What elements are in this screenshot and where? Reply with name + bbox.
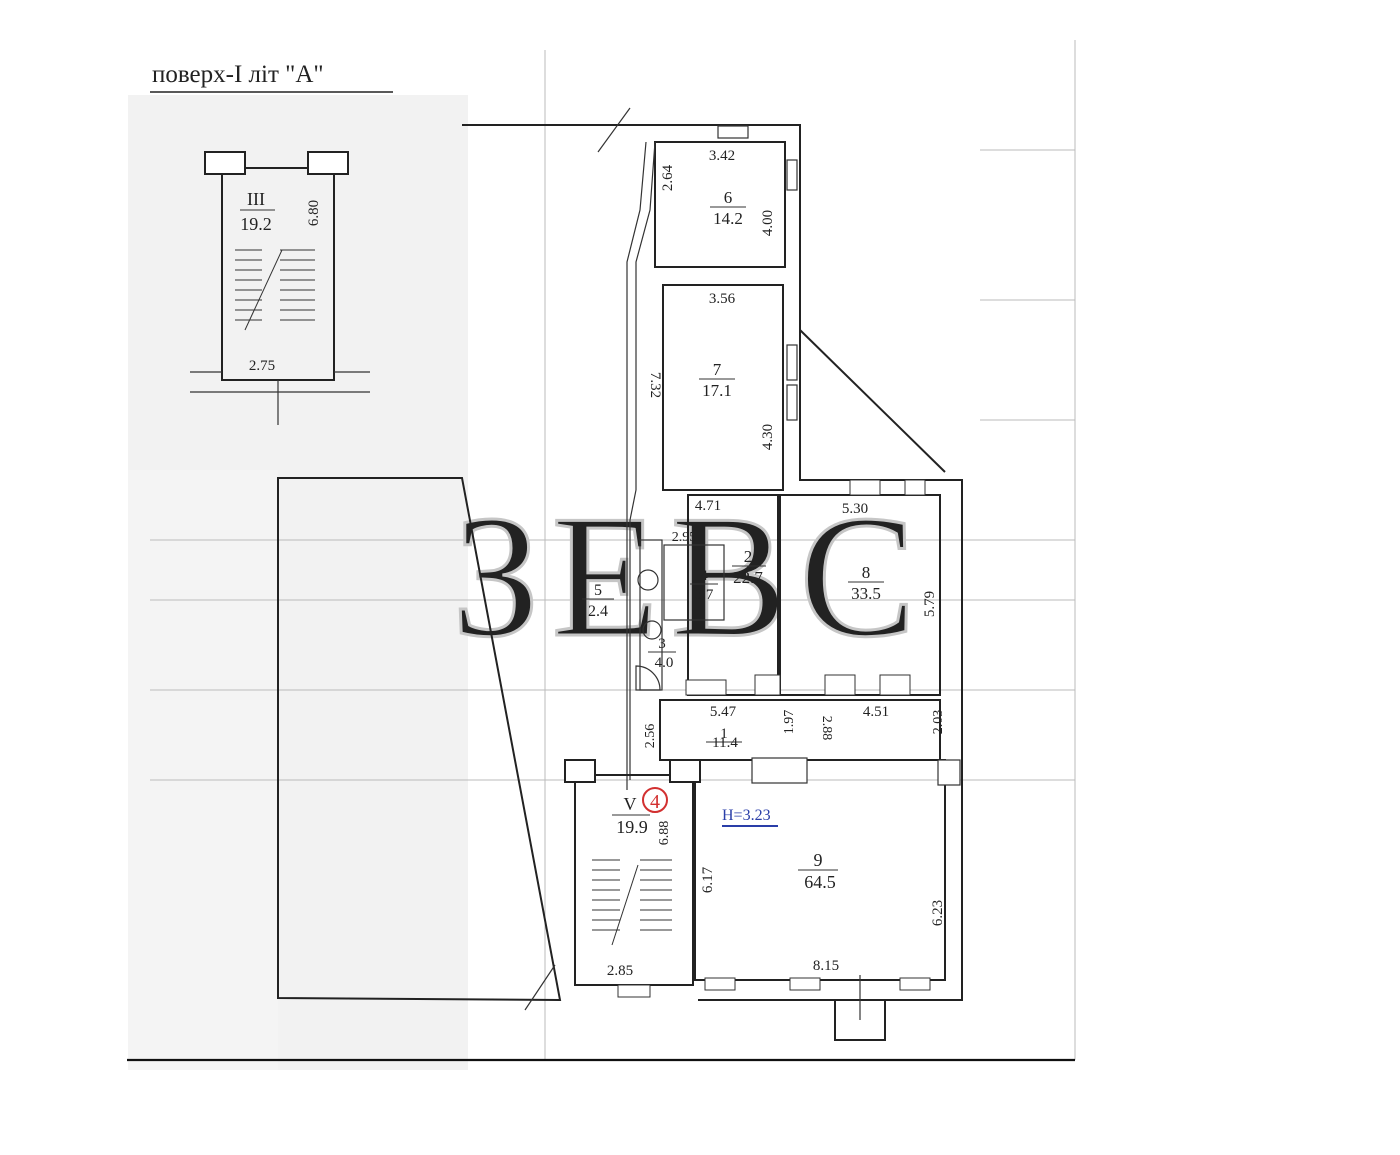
- section-mark: [524, 964, 556, 1011]
- dim-label: 6.80: [306, 200, 322, 226]
- room-area: 4.0: [655, 655, 674, 671]
- room-number: 6: [724, 188, 733, 207]
- room-number: 4: [700, 568, 708, 584]
- marker-circle: [642, 787, 668, 813]
- stair-lower-number: V: [624, 794, 637, 814]
- corridor-line: [629, 141, 656, 780]
- section-mark: [597, 107, 631, 153]
- dim-label: 4.71: [695, 498, 721, 514]
- room-7-walls: [662, 284, 784, 491]
- room-area: 11.4: [712, 735, 738, 751]
- background-ledger-lines: [150, 40, 1076, 1060]
- room-1-walls: [659, 699, 941, 761]
- dim-label: 3.42: [709, 148, 735, 164]
- room-area: 2.4: [588, 603, 608, 620]
- dim-label: 3.56: [709, 291, 736, 307]
- room-area: 3.7: [695, 587, 714, 603]
- window: [786, 159, 798, 191]
- stair-upper-area: 19.2: [240, 214, 272, 234]
- dim-label: 2.56: [643, 724, 658, 749]
- door-swing-icon: [635, 665, 661, 691]
- building-outline: [277, 124, 963, 1002]
- room-number: 2: [744, 547, 753, 566]
- watermark: ЗЕВС: [450, 478, 928, 675]
- dim-label: 6.23: [930, 900, 946, 926]
- dim-label: 2.95: [672, 530, 697, 545]
- room-2-walls: [687, 494, 779, 696]
- sink-icon: [642, 620, 662, 640]
- dimension-labels: 3.42 2.64 4.00 3.56 7.32 4.30 4.71 5.30 …: [643, 148, 946, 974]
- dim-label: 2.64: [660, 164, 676, 191]
- wall-pier: [751, 757, 808, 784]
- stair-lower-area: 19.9: [616, 817, 648, 837]
- dim-label: 4.51: [863, 704, 889, 720]
- wall-piers: [685, 479, 926, 696]
- dim-label: 5.30: [842, 501, 868, 517]
- room-number: 1: [720, 726, 728, 742]
- dim-label: 6.88: [657, 821, 672, 846]
- dim-label: 4.30: [760, 424, 776, 450]
- dim-label: 6.17: [700, 866, 716, 893]
- window: [786, 344, 798, 381]
- ceiling-height-note: H=3.23: [722, 807, 771, 824]
- dim-label: 5.47: [710, 704, 737, 720]
- room-area: 64.5: [804, 872, 836, 892]
- dim-label: 2.03: [931, 710, 946, 735]
- diagonal-wall: [799, 329, 946, 473]
- dim-label: 5.79: [922, 591, 938, 617]
- plan-title: поверх-I літ "A": [152, 61, 324, 88]
- bottom-windows: [704, 977, 931, 991]
- dim-label: 1.97: [782, 710, 797, 735]
- room-number: 8: [862, 563, 871, 582]
- room-4-walls: [663, 544, 725, 621]
- marker-number: 4: [650, 791, 660, 813]
- room-area: 17.1: [702, 381, 732, 400]
- scan-shading-lower: [128, 470, 278, 1070]
- staircase-lower: V 19.9 6.88 2.85 4: [564, 759, 701, 998]
- stair-upper-number: III: [247, 189, 265, 209]
- dim-label: 2.85: [607, 963, 633, 979]
- room-labels: 6 14.2 7 17.1 5 2.4 4 3.7 2 22.7 8 33.5 …: [582, 188, 884, 892]
- window: [786, 384, 798, 421]
- window: [717, 125, 749, 139]
- room-6-walls: [654, 141, 786, 268]
- room-number: 9: [814, 850, 823, 870]
- toilet-icon: [637, 569, 659, 591]
- wall-pier: [937, 759, 961, 786]
- room-area: 14.2: [713, 209, 743, 228]
- dim-label: 7.32: [647, 372, 663, 398]
- room-area: 22.7: [733, 568, 763, 587]
- room-area: 33.5: [851, 584, 881, 603]
- room-number: 5: [594, 582, 602, 599]
- room-number: 7: [713, 360, 722, 379]
- dim-label: 2.75: [249, 358, 275, 374]
- corridor-line-2: [626, 141, 647, 790]
- watermark-text: ЗЕВС: [452, 479, 928, 673]
- dim-label: 2.88: [819, 716, 834, 741]
- staircase-upper: III 19.2 6.80 2.75: [190, 151, 370, 425]
- dim-label: 4.00: [760, 210, 776, 236]
- room-number: 3: [658, 636, 666, 652]
- dim-label: 8.15: [813, 958, 839, 974]
